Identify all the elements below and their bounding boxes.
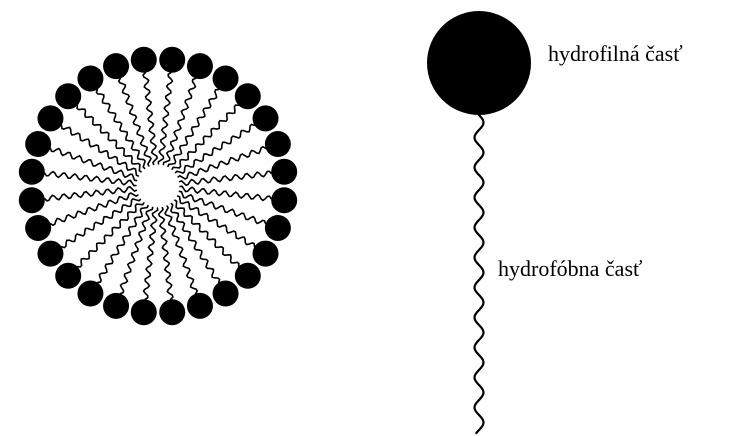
micelle-head xyxy=(25,215,51,241)
micelle-head xyxy=(19,187,45,213)
hydrophobic-tail xyxy=(475,115,484,433)
micelle-head xyxy=(213,281,239,307)
micelle-tail xyxy=(176,124,255,173)
hydrophobic-part-label: hydrofóbna časť xyxy=(498,258,642,280)
hydrophilic-part-label: hydrofilná časť xyxy=(548,43,683,65)
micelle-head xyxy=(187,293,213,319)
surfactant-molecule xyxy=(427,11,531,433)
micelle-head xyxy=(265,131,291,157)
micelle-tail xyxy=(61,199,140,248)
micelle-head xyxy=(131,47,157,73)
micelle-head xyxy=(55,263,81,289)
micelle-head xyxy=(159,299,185,325)
micelle-head xyxy=(37,105,63,131)
micelle-head xyxy=(235,263,261,289)
micelle-head xyxy=(55,83,81,109)
micelle-head xyxy=(271,159,297,185)
micelle-tail xyxy=(96,89,145,168)
hydrophilic-head xyxy=(427,11,531,115)
micelle-tail xyxy=(171,204,220,283)
micelle-head xyxy=(103,53,129,79)
micelle-head xyxy=(213,65,239,91)
micelle-head xyxy=(37,241,63,267)
micelle-head xyxy=(235,83,261,109)
micelle-head xyxy=(271,187,297,213)
micelle-head xyxy=(253,105,279,131)
micelle-head xyxy=(25,131,51,157)
micelle xyxy=(19,47,297,325)
micelle-head xyxy=(253,241,279,267)
micelle-head xyxy=(159,47,185,73)
micelle-head xyxy=(19,159,45,185)
micelle-head xyxy=(77,281,103,307)
micelle-head xyxy=(265,215,291,241)
micelle-head xyxy=(103,293,129,319)
micelle-head xyxy=(77,65,103,91)
micelle-head xyxy=(131,299,157,325)
micelle-head xyxy=(187,53,213,79)
